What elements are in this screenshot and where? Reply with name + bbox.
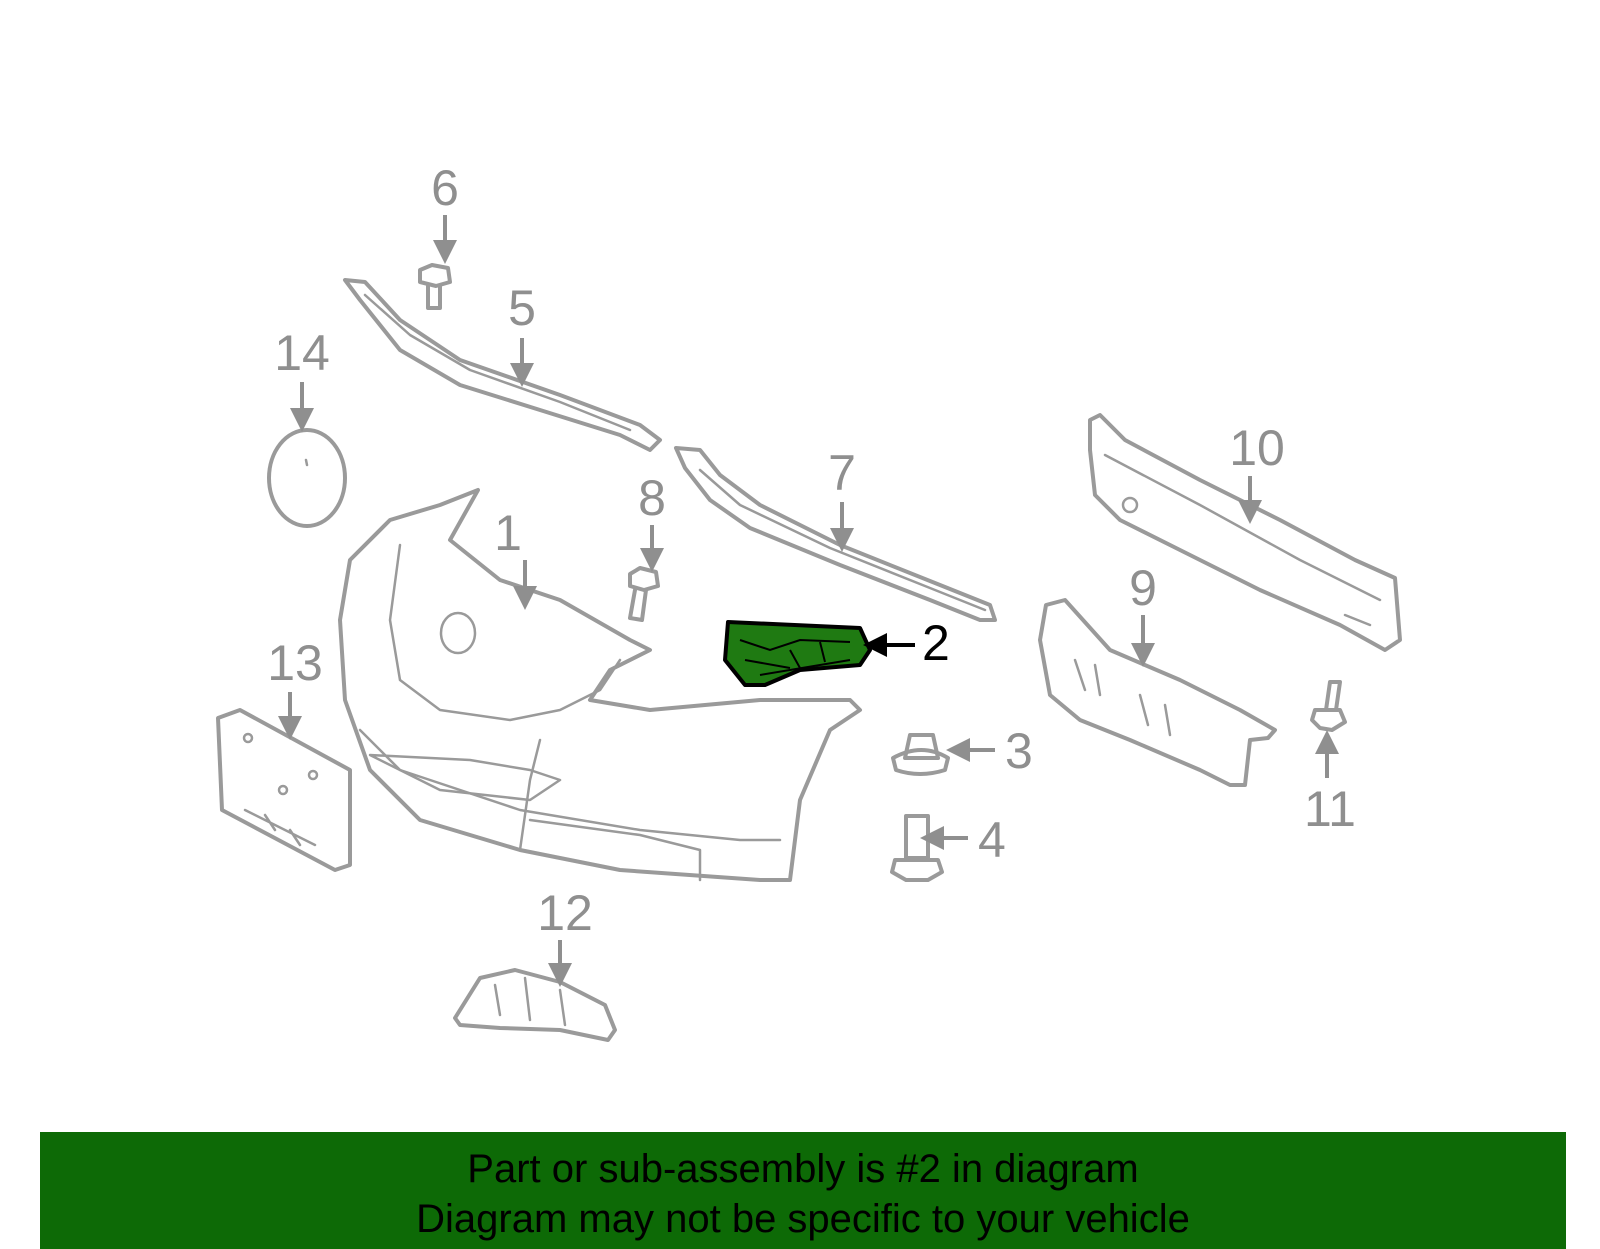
part-8-bolt [628, 566, 660, 622]
callout-11: 11 [1304, 730, 1356, 837]
part-12-bracket [453, 968, 617, 1042]
callout-6: 6 [431, 160, 459, 264]
callout-10: 10 [1229, 420, 1285, 524]
part-11-bolt [1310, 680, 1347, 732]
part-13-license-bracket [216, 708, 352, 872]
svg-text:6: 6 [431, 160, 459, 216]
part-14-cap [267, 428, 347, 528]
svg-text:7: 7 [828, 445, 856, 501]
svg-text:11: 11 [1304, 781, 1356, 837]
part-2-shape [723, 620, 872, 687]
callout-8: 8 [638, 470, 666, 572]
part-6-bolt [418, 263, 452, 310]
svg-text:13: 13 [267, 635, 323, 691]
callout-5: 5 [508, 280, 536, 387]
banner-line-part-info: Part or sub-assembly is #2 in diagram [467, 1147, 1139, 1191]
callout-12: 12 [537, 885, 593, 987]
callout-3: 3 [946, 723, 1033, 779]
part-2-bracket-highlighted [723, 620, 872, 687]
callout-14: 14 [274, 325, 330, 432]
svg-text:12: 12 [537, 885, 593, 941]
svg-text:2: 2 [922, 615, 950, 671]
part-1-bumper-cover [338, 488, 862, 882]
svg-text:10: 10 [1229, 420, 1285, 476]
svg-text:9: 9 [1129, 560, 1157, 616]
callout-13: 13 [267, 635, 323, 740]
part-4-screw [890, 814, 944, 882]
svg-text:5: 5 [508, 280, 536, 336]
part-3-clip [891, 733, 950, 776]
svg-text:8: 8 [638, 470, 666, 526]
callout-2: 2 [863, 615, 950, 671]
callout-9: 9 [1129, 560, 1157, 667]
part-10-reinforcement [1088, 413, 1402, 652]
svg-text:4: 4 [978, 812, 1006, 868]
svg-text:14: 14 [274, 325, 330, 381]
part-9-absorber [1038, 598, 1277, 787]
info-banner: Part or sub-assembly is #2 in diagram Di… [40, 1132, 1566, 1249]
part-5-retainer [343, 278, 662, 452]
svg-text:3: 3 [1005, 723, 1033, 779]
banner-line-disclaimer: Diagram may not be specific to your vehi… [416, 1197, 1190, 1241]
callout-7: 7 [828, 445, 856, 552]
callout-1: 1 [494, 505, 537, 610]
callout-4: 4 [920, 812, 1006, 868]
svg-text:1: 1 [494, 505, 522, 561]
